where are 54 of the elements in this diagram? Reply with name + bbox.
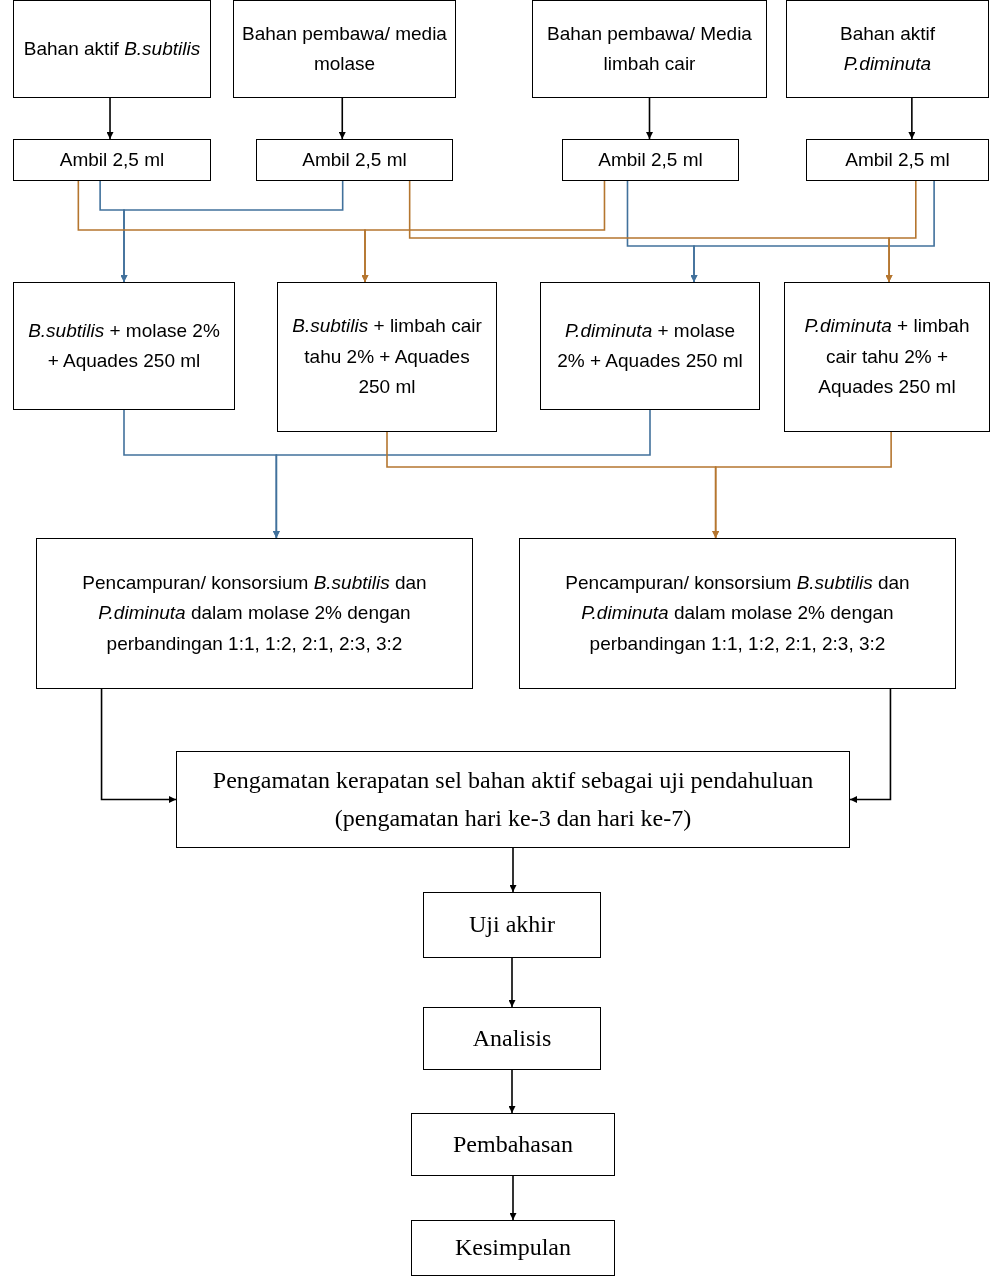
arrow — [508, 1069, 516, 1114]
process-box — [540, 282, 760, 410]
arrow — [509, 1175, 517, 1221]
arrow — [690, 180, 935, 283]
box-text: Analisis — [472, 1023, 552, 1053]
box-text: Bahan aktif P.diminuta — [838, 21, 937, 76]
arrow — [508, 957, 516, 1008]
arrow — [712, 431, 892, 539]
arrow — [272, 409, 651, 539]
arrow — [120, 180, 344, 283]
process-box — [532, 0, 767, 98]
process-box — [256, 139, 453, 181]
box-text: P.diminuta + limbah cair tahu 2% + Aquades 250 ml — [803, 314, 971, 400]
process-box — [411, 1220, 615, 1276]
process-box — [13, 0, 211, 98]
process-box — [176, 751, 850, 848]
box-text: Ambil 2,5 ml — [845, 147, 950, 172]
process-box — [423, 892, 601, 958]
arrow — [509, 847, 517, 893]
box-text: Ambil 2,5 ml — [302, 147, 407, 172]
box-text: Pembahasan — [453, 1129, 573, 1159]
process-box — [233, 0, 456, 98]
arrow — [849, 688, 892, 803]
box-text: Bahan aktif B.subtilis — [23, 36, 201, 61]
arrow — [885, 180, 917, 283]
arrow — [908, 97, 916, 140]
process-box — [411, 1113, 615, 1176]
arrow — [646, 97, 653, 140]
box-text: Ambil 2,5 ml — [59, 147, 165, 172]
process-box — [13, 139, 211, 181]
box-text: P.diminuta + molase 2% + Aquades 250 ml — [556, 318, 744, 373]
box-text: Bahan pembawa/ Media limbah cair — [546, 21, 753, 76]
box-text: Bahan pembawa/ media molase — [242, 21, 447, 76]
box-text: Pengamatan kerapatan sel bahan aktif sebagai uji pendahuluan (pengamatan hari ke-3 dan hari ke-7) — [211, 766, 815, 833]
arrow — [361, 180, 606, 283]
process-box — [423, 1007, 601, 1070]
box-text: Pencampuran/ konsorsium B.subtilis dan P.diminuta dalam molase 2% dengan perbandingan 1:1, 1:2, 2:1, 2:3, 3:2 — [81, 570, 428, 656]
box-text: Kesimpulan — [455, 1233, 571, 1263]
box-text: Ambil 2,5 ml — [598, 147, 703, 172]
process-box — [277, 282, 497, 432]
arrow — [106, 97, 114, 140]
process-box — [13, 282, 235, 410]
process-box — [786, 0, 989, 98]
arrow — [100, 688, 177, 803]
process-box — [562, 139, 739, 181]
process-box — [784, 282, 990, 432]
process-box — [806, 139, 989, 181]
process-box — [36, 538, 473, 689]
arrow — [338, 97, 346, 140]
box-text: B.subtilis + limbah cair tahu 2% + Aquades 250 ml — [291, 314, 483, 400]
process-box — [519, 538, 956, 689]
box-text: B.subtilis + molase 2% + Aquades 250 ml — [27, 318, 221, 373]
box-text: Pencampuran/ konsorsium B.subtilis dan P.diminuta dalam molase 2% dengan perbandingan 1:1, 1:2, 2:1, 2:3, 3:2 — [564, 570, 911, 656]
box-text: Uji akhir — [469, 910, 555, 940]
